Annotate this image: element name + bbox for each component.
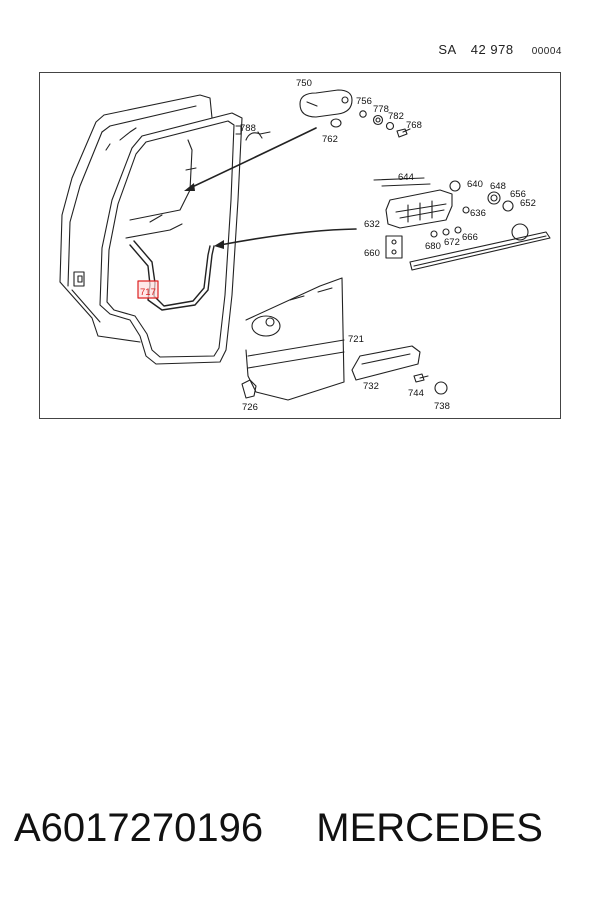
label-666: 666	[462, 232, 478, 243]
label-788: 788	[240, 123, 256, 134]
label-660: 660	[364, 248, 380, 259]
label-768: 768	[406, 120, 422, 131]
part-750-outer-handle	[299, 89, 353, 118]
small-fasteners-top	[330, 110, 411, 138]
highlight-box-717	[137, 280, 159, 299]
part-632-inner-handle	[373, 177, 529, 241]
label-744: 744	[408, 388, 424, 399]
brand-name: MERCEDES	[316, 806, 543, 850]
part-number: A6017270196	[14, 806, 264, 850]
label-672: 672	[444, 237, 460, 248]
cab-body-outline	[59, 94, 213, 343]
label-717: 717	[140, 287, 156, 298]
label-738: 738	[434, 401, 450, 412]
part-rail	[409, 231, 551, 271]
door-frame-seal	[99, 112, 243, 365]
label-640: 640	[467, 179, 483, 190]
label-750: 750	[296, 78, 312, 89]
label-644: 644	[398, 172, 414, 183]
drawing-prefix: SA	[438, 42, 457, 57]
part-738-cap	[434, 381, 448, 395]
door-inner-panel	[125, 139, 197, 239]
sheet-number: 00004	[531, 46, 562, 57]
label-732: 732	[363, 381, 379, 392]
part-744-screw	[413, 373, 429, 383]
label-778: 778	[373, 104, 389, 115]
part-732-armrest	[351, 345, 421, 381]
part-caption: A6017270196 MERCEDES	[14, 806, 594, 851]
drawing-number: 42 978	[470, 42, 514, 57]
label-632: 632	[364, 219, 380, 230]
part-660-plate	[385, 235, 403, 259]
diagram-frame	[39, 72, 561, 419]
label-656: 656	[510, 189, 526, 200]
label-762: 762	[322, 134, 338, 145]
label-756: 756	[356, 96, 372, 107]
part-726-clip	[241, 379, 257, 399]
label-648: 648	[490, 181, 506, 192]
drawing-reference: SA 42 978 00004	[438, 42, 562, 57]
label-652: 652	[520, 198, 536, 209]
label-726: 726	[242, 402, 258, 413]
release-cable-717	[129, 240, 215, 311]
callout-labels: 750 756 778 782 768 762 788 644 640 648 …	[140, 78, 536, 413]
label-782: 782	[388, 111, 404, 122]
pointer-lines	[189, 127, 357, 246]
part-721-trim-panel	[245, 277, 345, 401]
label-680: 680	[425, 241, 441, 252]
label-721: 721	[348, 334, 364, 345]
part-788-clip	[245, 131, 271, 141]
label-636: 636	[470, 208, 486, 219]
